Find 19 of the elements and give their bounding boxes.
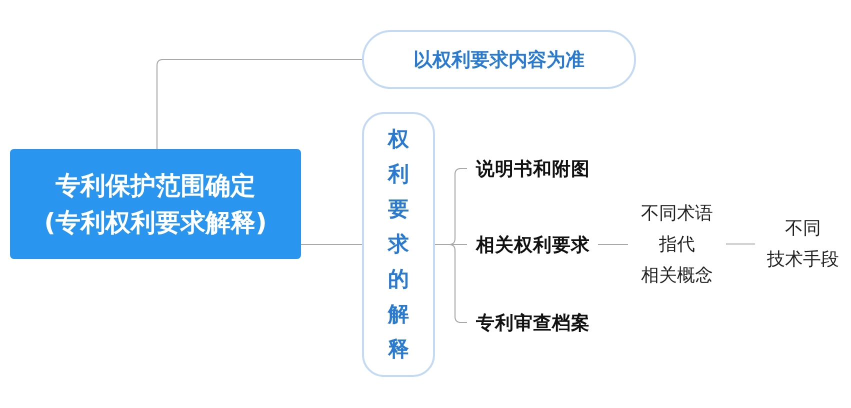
vertical-branch-box <box>362 112 435 377</box>
topic-subtitle: (专利权利要求解释) <box>44 207 267 239</box>
central-topic-box <box>10 149 301 259</box>
topic-title: 专利保护范围确定 <box>56 170 256 202</box>
subtopic-label: 不同 <box>785 217 821 241</box>
connector-line <box>435 244 467 324</box>
subtopic-label: 指代 <box>659 233 695 257</box>
subtopic-label: 专利审查档案 <box>476 312 590 335</box>
connector-line <box>156 58 362 149</box>
connector-line <box>726 243 755 245</box>
connector-line <box>301 244 362 246</box>
branch-label: 以权利要求内容为准 <box>414 48 584 72</box>
subtopic-label: 相关概念 <box>641 264 713 288</box>
subtopic-label: 说明书和附图 <box>476 158 590 181</box>
connector-line <box>598 244 628 246</box>
subtopic-label: 技术手段 <box>767 248 839 272</box>
subtopic-label: 相关权利要求 <box>476 234 590 257</box>
vertical-branch-label: 权利要求的解释 <box>388 126 409 363</box>
subtopic-label: 不同术语 <box>641 202 713 226</box>
